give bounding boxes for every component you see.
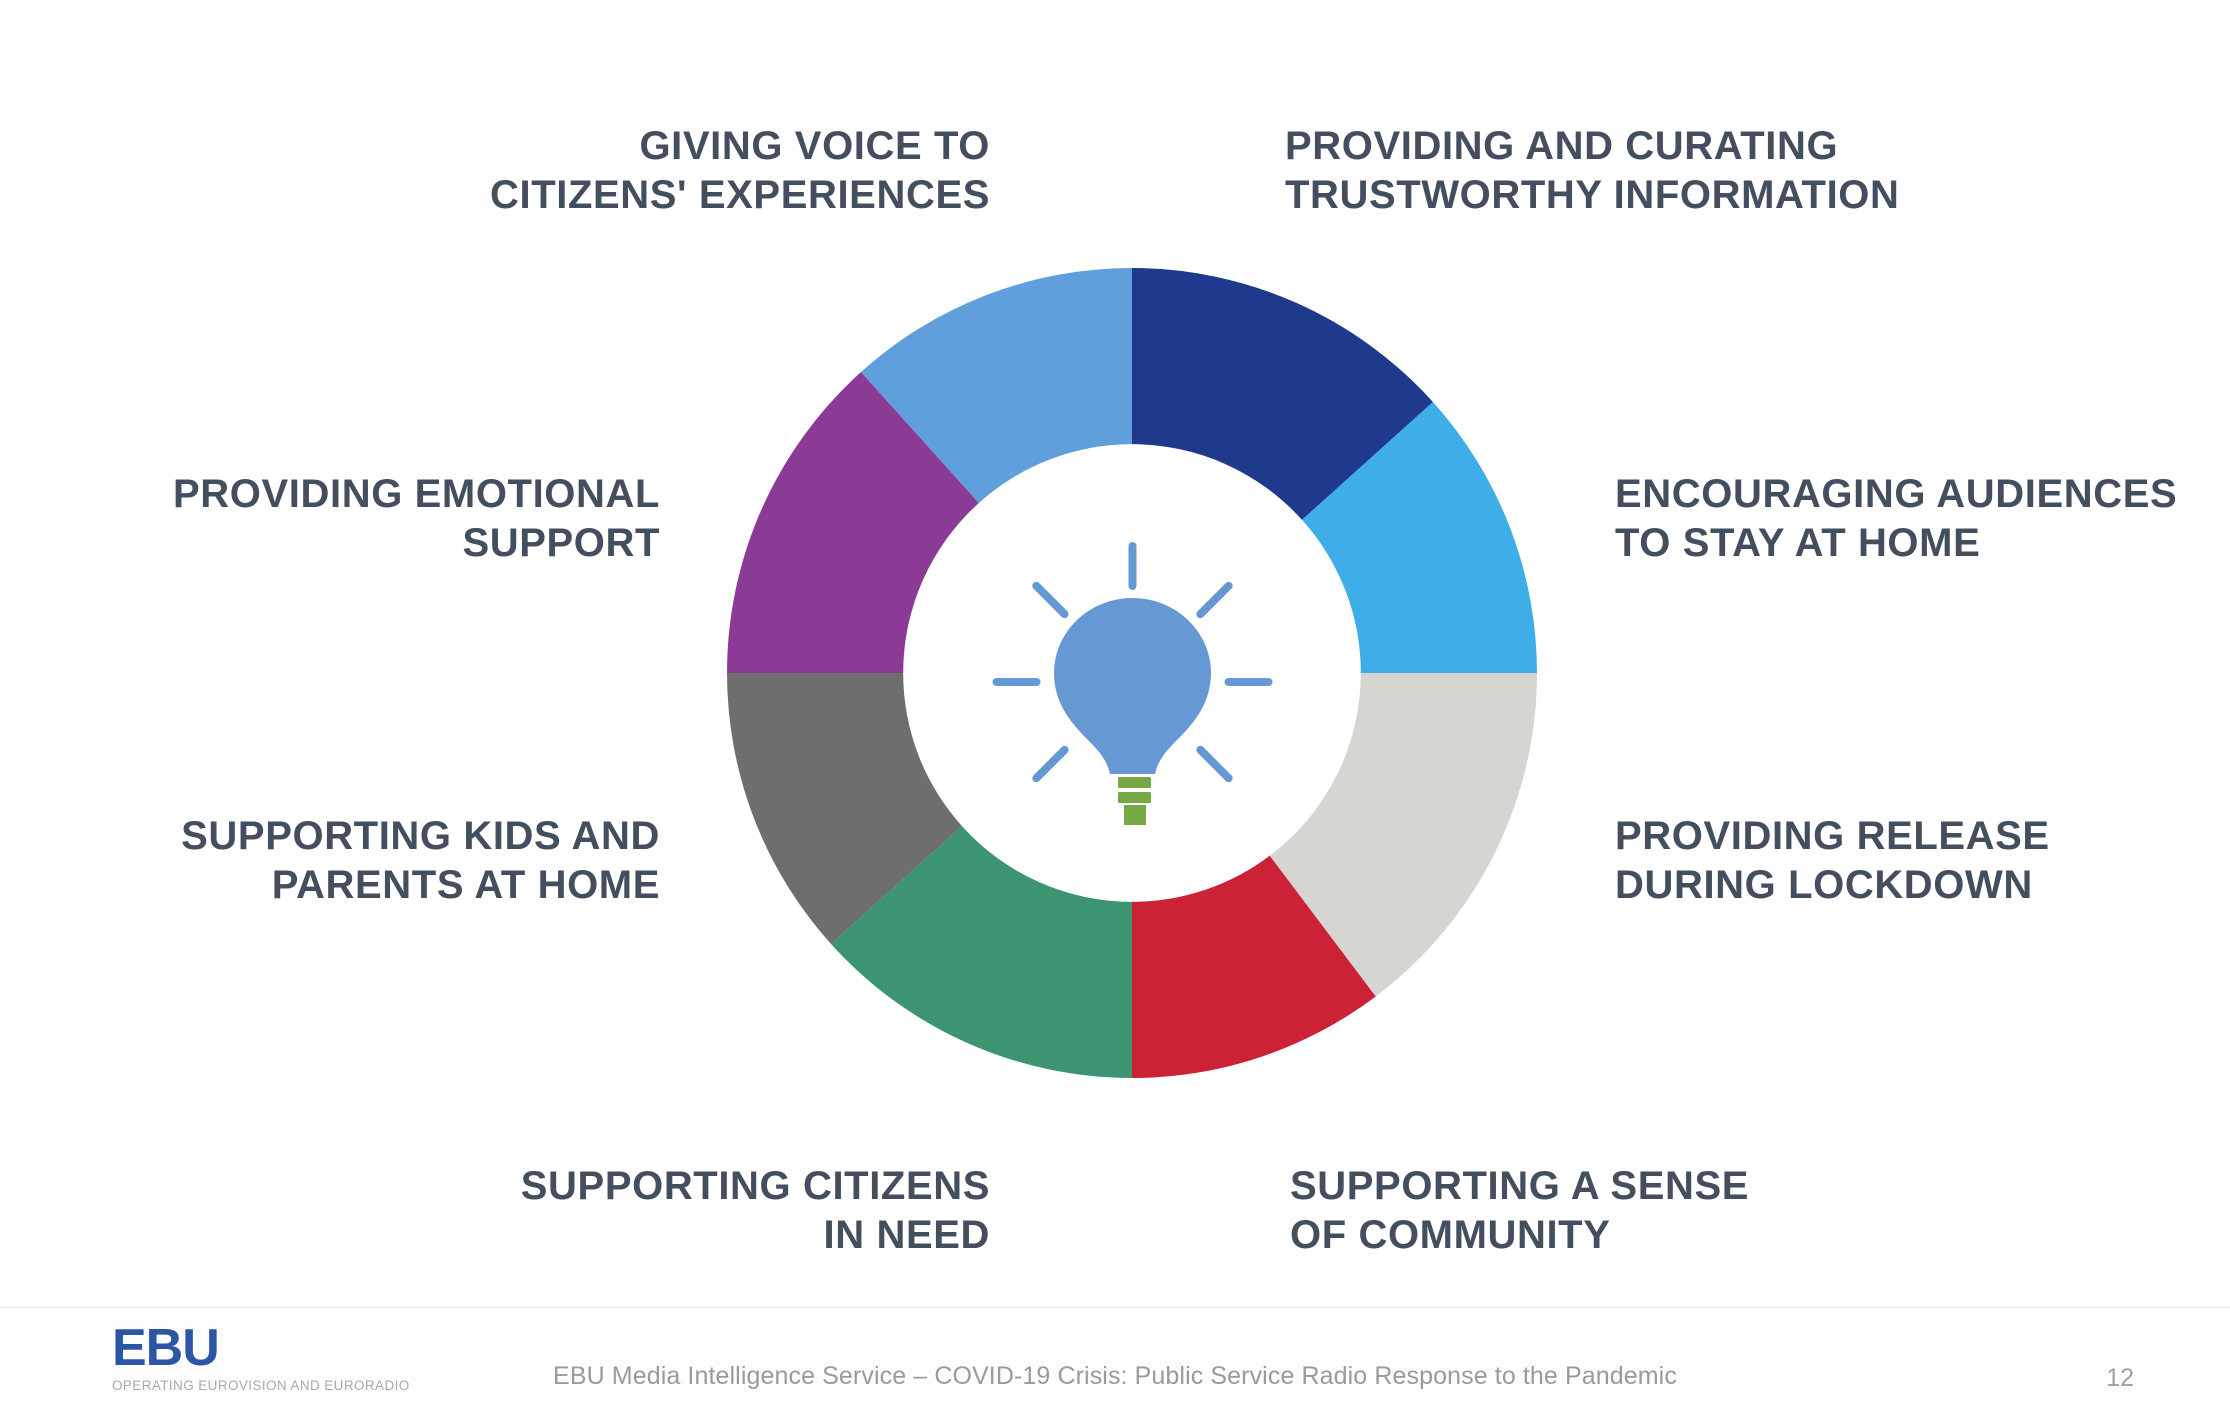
donut-chart-svg: PROVIDING AND CURATING TRUSTWORTHY INFOR… [727,268,1537,1078]
donut-segment[interactable]: SUPPORTING KIDS AND PARENTS AT HOME [727,673,962,944]
lightbulb-base [1124,805,1146,825]
ebu-logo: EBU OPERATING EUROVISION AND EURORADIO [112,1322,432,1393]
lightbulb-ray-top-right-icon [1196,581,1233,619]
segment-label-encouraging-audiences: ENCOURAGING AUDIENCES TO STAY AT HOME [1615,472,2178,565]
donut-segment[interactable]: PROVIDING AND CURATING TRUSTWORTHY INFOR… [1132,268,1433,520]
lightbulb-rays [992,542,1273,783]
donut-chart: PROVIDING AND CURATING TRUSTWORTHY INFOR… [727,268,1537,1078]
ebu-logo-mark: EBU [112,1319,220,1377]
page-number: 12 [2106,1364,2134,1392]
segment-label-sense-of-community: SUPPORTING A SENSE OF COMMUNITY [1290,1164,1750,1257]
segment-label-providing-release: PROVIDING RELEASE DURING LOCKDOWN [1615,814,2050,907]
donut-segment[interactable]: ENCOURAGING AUDIENCES TO STAY AT HOME [1302,402,1537,673]
segment-label-kids-and-parents: SUPPORTING KIDS AND PARENTS AT HOME [181,814,660,907]
footer-caption: EBU Media Intelligence Service – COVID-1… [553,1362,1677,1390]
lightbulb-ray-top-left-icon [1032,581,1069,619]
segment-label-giving-voice: GIVING VOICE TO CITIZENS' EXPERIENCES [490,124,990,217]
ebu-logo-tagline: OPERATING EUROVISION AND EURORADIO [112,1378,410,1393]
donut-segment[interactable]: GIVING VOICE TO CITIZENS' EXPERIENCES [861,268,1132,503]
segment-label-trustworthy-information: PROVIDING AND CURATING TRUSTWORTHY INFOR… [1285,124,1900,217]
lightbulb-collar-upper [1118,777,1151,788]
lightbulb-icon-svg [992,542,1273,825]
footer-bar [0,1307,2230,1416]
donut-segment[interactable]: PROVIDING RELEASE DURING LOCKDOWN [1269,673,1537,997]
lightbulb-collar-lower [1118,792,1151,803]
donut-segment[interactable]: SUPPORTING CITIZENS IN NEED [831,826,1132,1078]
donut-segment[interactable]: PROVIDING EMOTIONAL SUPPORT [727,372,979,673]
lightbulb-glass [1054,598,1211,774]
lightbulb-ray-bottom-right-icon [1196,745,1233,783]
lightbulb-ray-bottom-left-icon [1032,745,1069,783]
segment-label-emotional-support: PROVIDING EMOTIONAL SUPPORT [173,472,660,565]
donut-segment[interactable]: SUPPORTING A SENSE OF COMMUNITY [1132,855,1376,1078]
segment-label-citizens-in-need: SUPPORTING CITIZENS IN NEED [520,1164,990,1257]
lightbulb-icon [985,512,1280,832]
